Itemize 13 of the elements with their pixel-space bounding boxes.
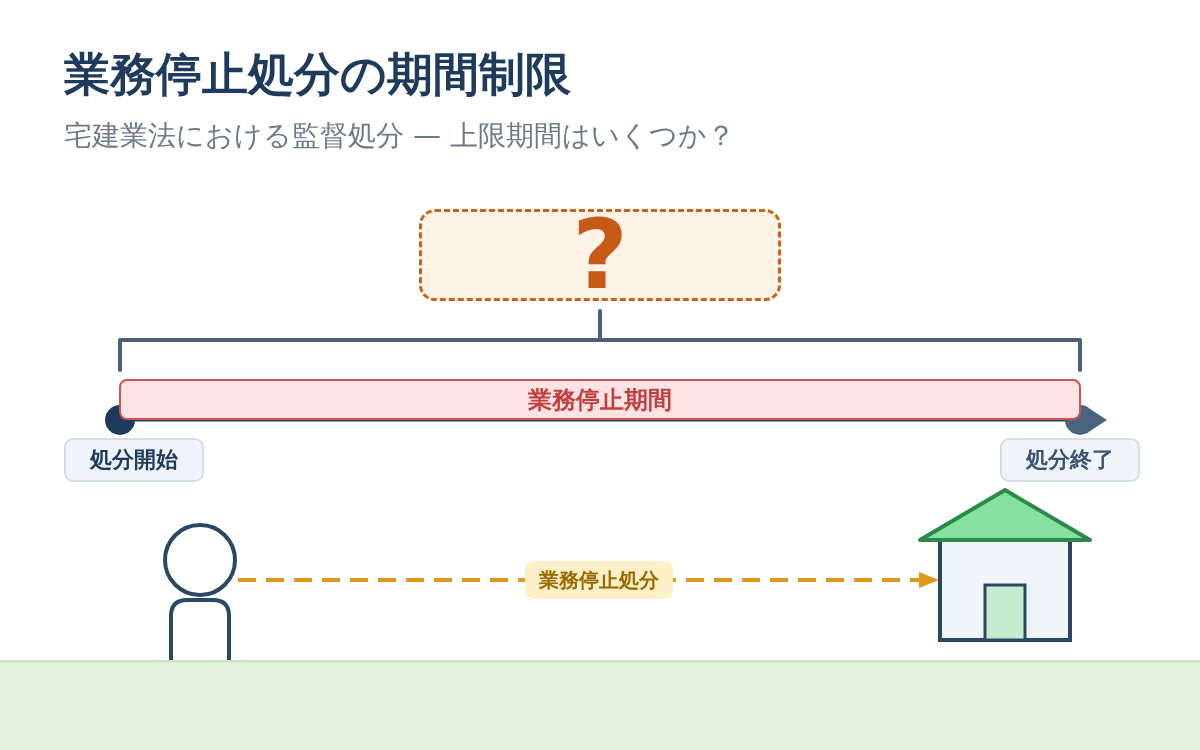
point-tag (64, 438, 204, 482)
point-label: 処分開始 (90, 446, 178, 474)
question-box (419, 209, 781, 301)
house-illustration (916, 487, 1094, 643)
person-figure (162, 522, 238, 660)
period-bar (119, 379, 1081, 420)
subtitle: 宅建業法における監督処分 — 上限期間はいくつか？ (64, 118, 735, 154)
question-mark: ? (572, 213, 628, 297)
point-label: 処分終了 (1026, 446, 1114, 474)
point-tag (1000, 438, 1140, 482)
edge-label: 業務停止処分 (524, 561, 673, 599)
title: 業務停止処分の期間制限 (64, 46, 571, 103)
period-label: 業務停止期間 (528, 384, 672, 415)
